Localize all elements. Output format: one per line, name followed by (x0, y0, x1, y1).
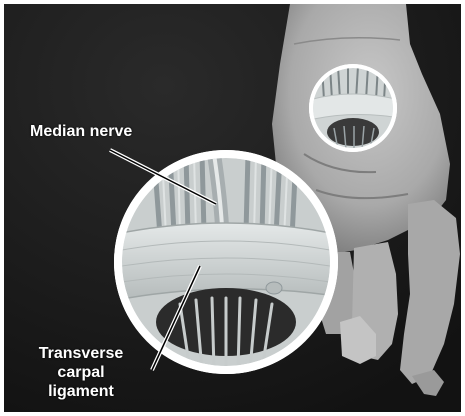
ligament-label-line-1: Transverse (20, 344, 142, 363)
carpal-tunnel-illustration: Median nerve Transverse carpal ligament (4, 4, 461, 412)
median-nerve-label: Median nerve (30, 122, 132, 141)
ligament-label-line-2: carpal (20, 363, 142, 382)
transverse-carpal-ligament-label: Transverse carpal ligament (20, 344, 142, 401)
magnified-carpal-tunnel-circle-icon (114, 150, 338, 374)
ligament-label-line-3: ligament (20, 382, 142, 401)
